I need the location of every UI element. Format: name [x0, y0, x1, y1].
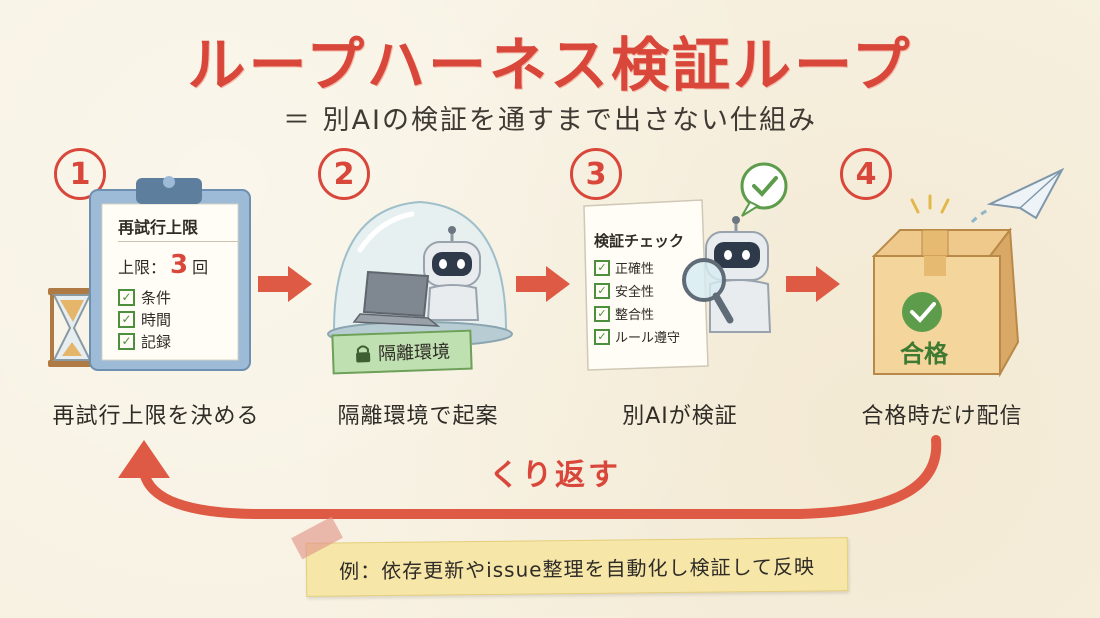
checkbox-icon: ✓ [118, 333, 135, 350]
checklist-items: ✓ 正確性 ✓ 安全性 ✓ 整合性 ✓ ルール遵守 [594, 256, 680, 348]
loop-label: くり返す [470, 450, 640, 494]
page-subtitle: ＝ 別AIの検証を通すまで出さない仕組み [0, 98, 1100, 137]
checkbox-icon: ✓ [594, 329, 610, 345]
checkbox-icon: ✓ [594, 306, 610, 322]
limit-value: 3 [170, 250, 188, 280]
step-2-label: 隔離環境で起案 [298, 398, 538, 430]
hourglass-icon [48, 288, 96, 367]
step-3-label: 別AIが検証 [560, 398, 800, 430]
isolation-sign-label: 隔離環境 [378, 337, 451, 365]
step-arrow-2 [514, 262, 572, 306]
step-4-label: 合格時だけ配信 [822, 398, 1062, 430]
clipboard-divider [118, 241, 240, 242]
checklist-item: ✓ 整合性 [594, 302, 680, 325]
checklist-heading: 検証チェック [594, 230, 684, 251]
clipboard-check-item: ✓ 記録 [118, 330, 171, 352]
clipboard-check-item: ✓ 条件 [118, 286, 171, 308]
clipboard-heading: 再試行上限 [118, 214, 198, 238]
page-title: ループハーネス検証ループ [0, 18, 1100, 102]
example-note: 例：依存更新やissue整理を自動化し検証して反映 [306, 537, 849, 597]
checkmark-bubble-icon [742, 164, 786, 216]
limit-label: 上限： [118, 254, 166, 278]
limit-unit: 回 [192, 254, 208, 278]
step-1-label: 再試行上限を決める [36, 398, 276, 430]
clipboard-limit: 上限： 3 回 [118, 250, 208, 280]
checkbox-icon: ✓ [594, 283, 610, 299]
box-label: 合格 [874, 334, 974, 369]
laptop-icon [354, 272, 438, 326]
checklist-item: ✓ 正確性 [594, 256, 680, 279]
step-arrow-1 [256, 262, 314, 306]
clipboard-check-item: ✓ 時間 [118, 308, 171, 330]
checkbox-icon: ✓ [118, 311, 135, 328]
checkbox-icon: ✓ [594, 260, 610, 276]
isolation-sign: 隔離環境 [331, 330, 472, 375]
checklist-item: ✓ ルール遵守 [594, 325, 680, 348]
checkbox-icon: ✓ [118, 289, 135, 306]
sparkle-lines [912, 196, 948, 212]
checklist-item: ✓ 安全性 [594, 279, 680, 302]
example-note-text: 例：依存更新やissue整理を自動化し検証して反映 [339, 550, 815, 584]
clipboard-checklist: ✓ 条件 ✓ 時間 ✓ 記録 [118, 286, 171, 352]
lock-icon [354, 343, 373, 364]
